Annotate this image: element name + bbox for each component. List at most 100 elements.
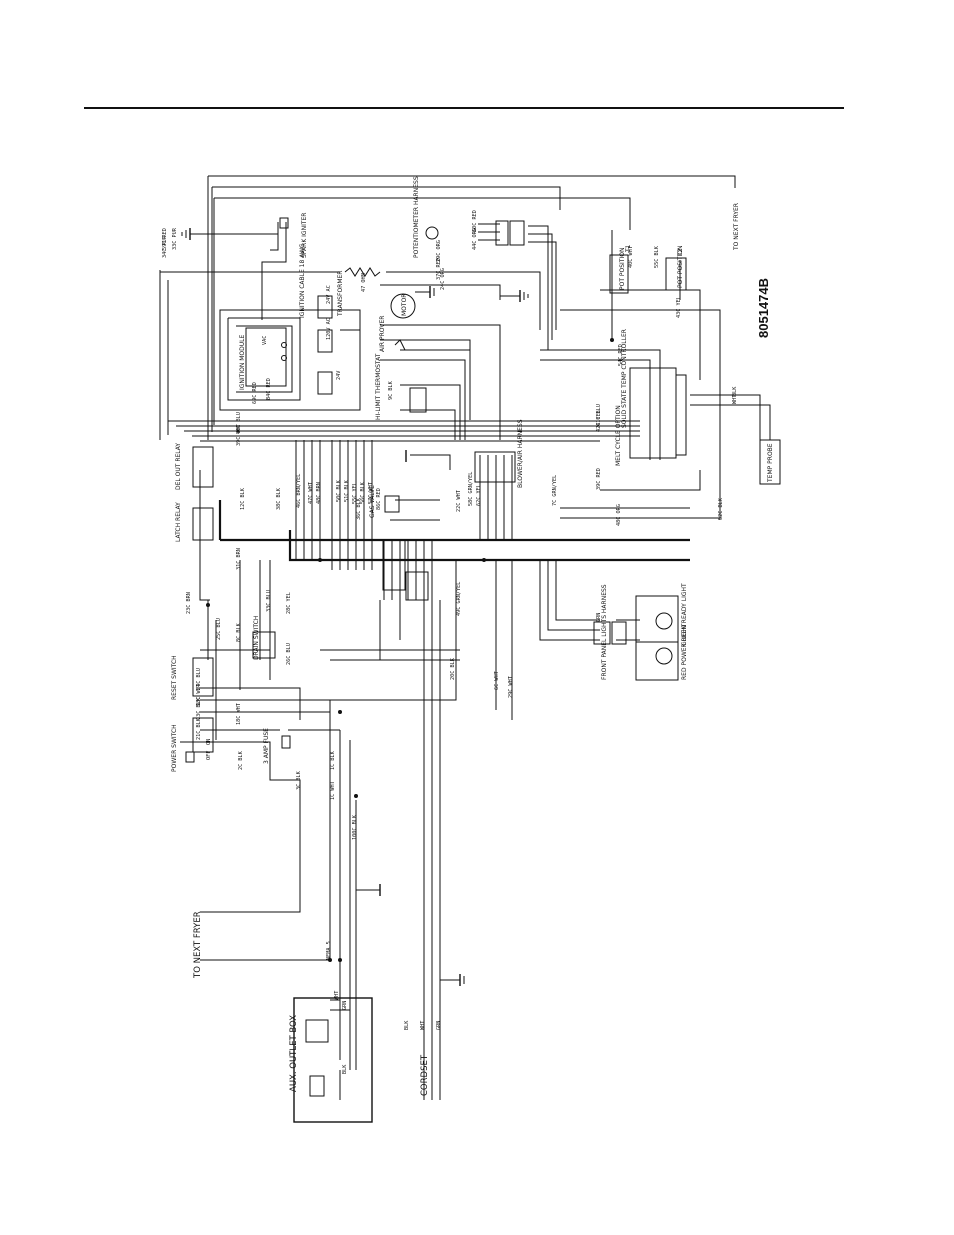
wire-label-w12: 21C BLK	[196, 717, 202, 740]
wire-label-w25: 40C BLU	[236, 412, 242, 434]
label-transformer: TRANSFORMER	[337, 271, 344, 317]
wire-label-w15: 24C BLU	[196, 668, 202, 690]
wire-label-w33: 48C ORG	[616, 504, 622, 526]
wire-label-w13: 22C WHT	[456, 490, 462, 512]
wire-label-w28: 43C YEL	[676, 296, 682, 318]
label-potentiometer-harness: POTENTIOMETER HARNESS	[413, 176, 420, 258]
wire-label-w18: 28C YEL	[286, 592, 292, 614]
label-t1: T1	[625, 244, 632, 253]
wire-label-w46: 84C RED	[266, 378, 272, 400]
wire-label-w42: 59C RED	[162, 228, 168, 250]
wire-label-w30: 46C BRN/YEL	[296, 474, 302, 508]
label-temp-probe: TEMP PROBE	[767, 443, 774, 483]
wire-label-w53: 49C GRN/YEL	[456, 582, 462, 616]
wire-label-w4: 3C BLK	[296, 770, 302, 790]
wire-label-w57: 18C WHT	[236, 703, 242, 725]
wire-label-w20: 31C BRN	[236, 548, 242, 570]
label-blower-air-harness: BLOWER/AIR HARNESS	[517, 419, 524, 488]
wire-label-w60: BLK	[404, 1020, 410, 1030]
wire-label-w38: 55C YEL	[352, 482, 358, 504]
wire-label-w22: 36C BLK	[356, 497, 362, 520]
label-t2: T2	[677, 248, 684, 257]
wire-label-w32: 48C BRN	[316, 482, 322, 504]
component-labels: 8051474B AUX. OUTLET BOX CORDSET TO NEXT…	[171, 176, 774, 1096]
wiring-lines	[159, 175, 771, 1100]
label-air-prover: AIR PROVER	[379, 316, 386, 352]
drawing-number: 8051474B	[756, 278, 771, 338]
junction-dots	[206, 338, 614, 962]
label-pot-position-t2: POT POSITION	[677, 246, 684, 288]
wire-label-w48: 24C ORG	[440, 268, 446, 290]
wire-label-w62: GRN	[436, 1021, 442, 1030]
wire-label-w54: 55C BLK	[654, 245, 660, 268]
wire-label-w17: 26C BLU	[286, 643, 292, 665]
wire-label-w21: 33C BLU	[266, 590, 272, 612]
wire-label-w61: WHT	[420, 1021, 426, 1030]
wire-label-w74: 24V	[336, 371, 342, 380]
wire-label-w3: 2C BLK	[238, 750, 244, 770]
wire-label-w35: 51C BLK	[344, 479, 350, 502]
wire-label-w5: 6C WHT	[494, 671, 500, 690]
label-spark-igniter: SPARK IGNITER	[301, 213, 308, 258]
wire-label-w66: NEMA 5	[326, 941, 332, 960]
wire-label-w31: 47C WHT	[308, 482, 314, 504]
wire-label-w65: GRN	[596, 613, 602, 622]
wire-label-w69: BLK	[342, 1064, 348, 1074]
label-gas-valve: GAS VALVE	[369, 485, 376, 518]
wire-label-w50: 33C PUR	[172, 227, 178, 250]
wire-label-w67: GRN	[342, 1001, 348, 1010]
wire-label-w49: 29C ORG	[436, 240, 442, 262]
label-to-next-fryer-top: TO NEXT FRYER	[733, 203, 740, 251]
wire-label-w7: 8C BLK	[236, 622, 242, 642]
label-to-next-fryer-bottom: TO NEXT FRYER	[193, 911, 203, 979]
wire-label-w1: 1C BLK	[330, 750, 336, 770]
label-red-power-light: RED POWER LIGHT	[681, 623, 688, 680]
wire-label-w6: 7C GRN/YEL	[552, 475, 558, 506]
label-ignition-cable: IGNITION CABLE 18 AWG	[299, 243, 306, 318]
wire-label-w2: 1C WHT	[330, 781, 336, 800]
wire-label-w58: 100C BLK	[352, 814, 358, 840]
wire-label-w19: 29C WHT	[508, 676, 514, 698]
wire-label-w73: 120V AC	[326, 318, 332, 340]
wire-label-w29: 44C ORG	[472, 228, 478, 250]
wire-label-w43: 60C RED	[472, 210, 478, 232]
label-aux-outlet-box: AUX. OUTLET BOX	[289, 1015, 299, 1092]
wire-label-w63: BLK	[732, 386, 738, 396]
wire-label-w39: 56C BLK	[360, 481, 366, 504]
wire-label-w52: 40C WHT	[628, 246, 634, 268]
label-three-amp-fuse: 3 AMP FUSE	[263, 728, 270, 764]
wire-label-w55: 39C RED	[596, 468, 602, 490]
wire-label-w10: 18C WHT	[196, 684, 202, 706]
wire-label-w34: 50C BLK	[336, 479, 342, 502]
wire-label-w47: 86C RED	[376, 488, 382, 510]
wire-label-w64: WHT	[732, 395, 738, 404]
label-front-panel-lights-harness: FRONT PANEL LIGHTS HARNESS	[601, 584, 608, 680]
wire-label-w44: 62C YEL	[476, 484, 482, 506]
label-power-switch: POWER SWITCH	[171, 724, 178, 772]
label-motor: MOTOR	[401, 294, 408, 316]
wire-label-w72: 24V AC	[326, 285, 332, 304]
header-rule	[84, 107, 844, 109]
wire-label-w9: 13C BLK	[196, 697, 202, 720]
wire-labels: 1C BLK 1C WHT 2C BLK 3C BLK 6C WHT 7C GRN/YEL…	[162, 210, 738, 1074]
label-hi-limit-thermostat: HI-LIMIT THERMOSTAT	[375, 353, 382, 420]
label-reset-switch: RESET SWITCH	[171, 655, 178, 700]
wire-label-w70: ON	[206, 739, 212, 745]
wire-label-w24: 39C WHT	[236, 424, 242, 446]
wire-label-w8: 12C BLK	[240, 487, 246, 510]
wire-label-w71: OFF	[206, 751, 212, 760]
wire-label-w27: 42C YEL	[596, 410, 602, 432]
label-drain-switch: DRAIN SWITCH	[253, 616, 260, 660]
label-del-out-relay: DEL OUT RELAY	[175, 443, 182, 490]
wire-label-w75: VAC	[262, 336, 268, 345]
component-shapes	[185, 217, 781, 1123]
wire-label-w36: 52C BLK	[718, 497, 724, 520]
wire-label-w59: 9C BLK	[388, 380, 394, 400]
wire-label-w23: 38C BLK	[276, 487, 282, 510]
wire-label-w51: 34C PUR	[162, 235, 168, 258]
wire-label-w14: 23C BRN	[186, 592, 192, 614]
label-resistor: 47 OHM	[361, 273, 367, 292]
wire-label-w26: 41C BLU	[596, 404, 602, 426]
label-cordset: CORDSET	[420, 1054, 430, 1096]
